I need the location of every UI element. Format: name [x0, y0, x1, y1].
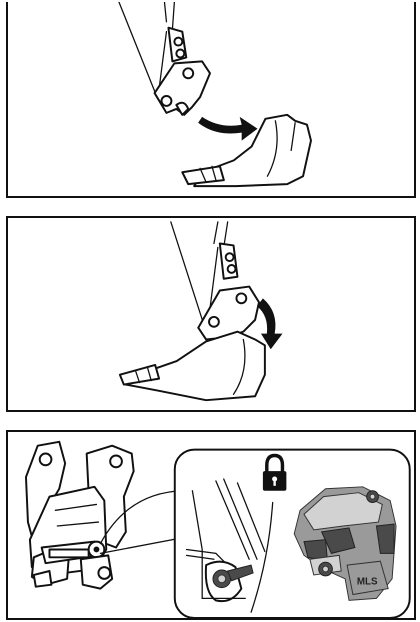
step-3-figure: MLS — [6, 430, 416, 620]
step-1-illustration — [8, 2, 414, 196]
step-1-figure — [6, 2, 416, 198]
step-2-illustration — [8, 218, 414, 410]
step-3-illustration: MLS — [8, 432, 414, 618]
coupler-drawing — [26, 442, 183, 589]
curved-arrow-icon — [257, 298, 282, 349]
brand-label: MLS — [357, 577, 378, 588]
curved-arrow-icon — [198, 117, 257, 141]
step-2-figure — [6, 216, 416, 412]
